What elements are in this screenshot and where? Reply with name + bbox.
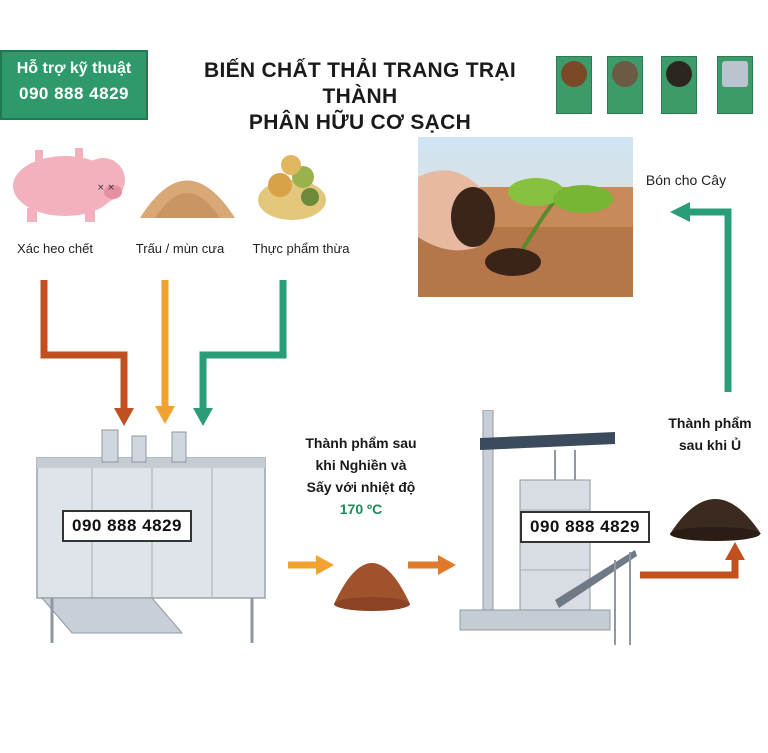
input-label-sawdust: Trấu / mùn cưa [135, 241, 225, 256]
sawdust-pile-illustration [140, 180, 235, 218]
product-thumb-3 [661, 56, 697, 114]
title-line-2: PHÂN HỮU CƠ SẠCH [248, 111, 472, 134]
support-box[interactable]: Hỗ trợ kỹ thuật 090 888 4829 [0, 50, 148, 120]
machine2-phone[interactable]: 090 888 4829 [520, 511, 650, 543]
svg-text:× ×: × × [97, 183, 115, 193]
final-product-text: Thành phẩm sau khi Ủ [655, 412, 765, 456]
page-title: BIẾN CHẤT THẢI TRANG TRẠI THÀNH PHÂN HỮU… [170, 58, 550, 136]
product-thumb-4 [717, 56, 753, 114]
dead-pig-illustration: × × [13, 148, 125, 222]
dry-powder-pile [334, 563, 410, 611]
dry-product-line2: khi Nghiền và [315, 457, 407, 473]
soil-plant-photo [418, 137, 633, 297]
product-thumb-2 [607, 56, 643, 114]
input-label-food: Thực phẩm thừa [252, 241, 350, 256]
support-label: Hỗ trợ kỹ thuật [16, 60, 132, 77]
final-product-line2: sau khi Ủ [678, 437, 742, 453]
support-phone[interactable]: 090 888 4829 [19, 84, 129, 103]
plant-caption: Bón cho Cây [645, 172, 727, 188]
dry-product-line1: Thành phẩm sau [305, 435, 417, 451]
compost-pile [670, 499, 761, 541]
food-waste-illustration [258, 155, 326, 220]
input-label-pig: Xác heo chết [17, 241, 93, 256]
composter-tower-machine [459, 410, 637, 645]
dry-product-text: Thành phẩm sau khi Nghiền và Sấy với nhi… [292, 432, 430, 520]
title-line-1: BIẾN CHẤT THẢI TRANG TRẠI THÀNH [204, 59, 516, 108]
final-product-line1: Thành phẩm [668, 415, 752, 431]
product-thumb-1 [556, 56, 592, 114]
dry-product-temp: 170 ºC [339, 501, 383, 517]
machine1-phone[interactable]: 090 888 4829 [62, 510, 192, 542]
dry-product-line3: Sấy với nhiệt độ [306, 479, 416, 495]
